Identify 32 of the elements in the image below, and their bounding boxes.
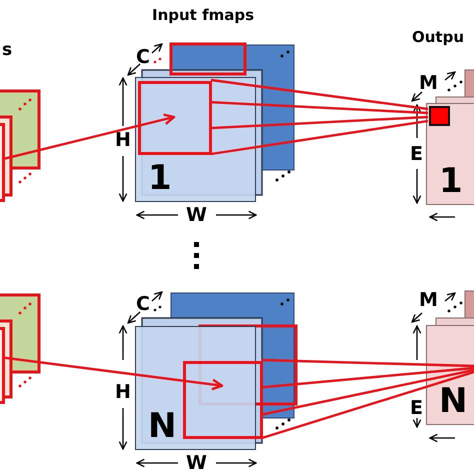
dimension-label: C [136, 48, 150, 67]
dimension-label: W [186, 206, 207, 225]
fmap-index: 1 [439, 164, 463, 198]
projection-line [210, 116, 428, 130]
arrow [4, 356, 224, 390]
dimension-label: C [136, 295, 150, 314]
section-title: Input fmaps [152, 8, 254, 23]
output-fmap-sheet [426, 103, 474, 205]
projection-line [210, 120, 428, 156]
fmap-index: 1 [148, 161, 172, 195]
fmap-index: N [439, 384, 468, 418]
dimension-label: H [115, 131, 131, 150]
input-fmap-sheet [135, 77, 256, 202]
section-title: s [2, 42, 12, 59]
filter-window [183, 361, 263, 439]
output-fmap-sheet [426, 325, 474, 425]
dimension-label: W [186, 454, 207, 473]
dimension-label: H [115, 383, 131, 402]
projection-line [210, 101, 428, 114]
filter-window [138, 81, 212, 155]
arrow [4, 113, 176, 160]
projection-line [262, 366, 474, 388]
projection-line [262, 358, 474, 368]
output-pixel [429, 106, 450, 126]
fmap-index: N [148, 409, 176, 443]
section-title: Outpu [412, 30, 464, 45]
projection-line [262, 368, 474, 416]
projection-line [210, 78, 428, 110]
dimension-label: E [410, 399, 423, 418]
dimension-label: M [419, 291, 438, 310]
dimension-label: E [410, 145, 423, 164]
dimension-label: M [419, 74, 438, 93]
